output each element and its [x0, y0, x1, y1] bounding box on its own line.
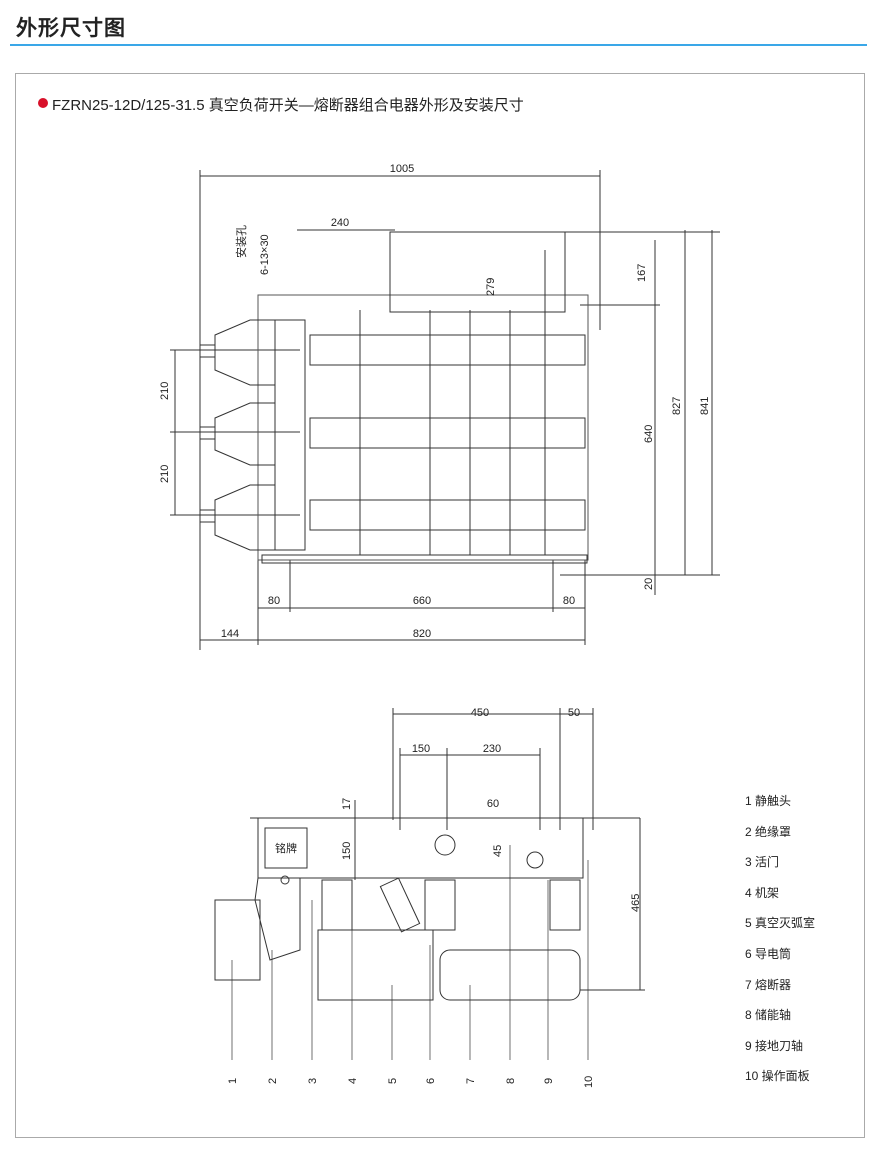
dim-45: 45 — [492, 845, 504, 857]
callout-4: 4 — [347, 1078, 359, 1084]
callout-6: 6 — [425, 1078, 437, 1084]
callout-8: 8 — [505, 1078, 517, 1084]
dim-210-lower: 210 — [159, 465, 171, 483]
dim-80-left: 80 — [268, 595, 280, 607]
legend-item: 2 绝缘罩 — [745, 824, 792, 839]
legend-item: 1 静触头 — [745, 794, 792, 808]
dim-50: 50 — [568, 707, 580, 719]
dim-144: 144 — [221, 628, 239, 640]
bullet-icon — [38, 98, 48, 108]
dim-640: 640 — [643, 425, 655, 443]
legend-item: 9 接地刀轴 — [745, 1038, 804, 1053]
callout-7: 7 — [465, 1078, 477, 1084]
dim-465: 465 — [630, 894, 642, 912]
dim-660: 660 — [413, 595, 431, 607]
dim-60: 60 — [487, 798, 499, 810]
dim-279: 279 — [485, 278, 497, 296]
legend-item: 3 活门 — [745, 855, 780, 870]
dim-827: 827 — [671, 397, 683, 415]
legend-item: 8 储能轴 — [745, 1008, 792, 1023]
mount-hole-label: 安装孔 — [234, 225, 248, 258]
dim-20: 20 — [643, 578, 655, 590]
parts-legend: 1 静触头 2 绝缘罩 3 活门 4 机架 5 真空灭弧室 6 导电筒 7 熔断… — [745, 792, 815, 1098]
legend-item: 6 导电筒 — [745, 946, 792, 961]
callout-10: 10 — [583, 1076, 595, 1088]
legend-item: 10 操作面板 — [745, 1069, 810, 1084]
section-subtitle: FZRN25-12D/125-31.5 真空负荷开关—熔断器组合电器外形及安装尺… — [52, 97, 524, 114]
dim-167: 167 — [636, 264, 648, 282]
nameplate-label: 铭牌 — [275, 841, 297, 855]
dim-230: 230 — [483, 743, 501, 755]
callout-3: 3 — [307, 1078, 319, 1084]
callout-5: 5 — [387, 1078, 399, 1084]
page-title: 外形尺寸图 — [16, 17, 126, 40]
dim-17: 17 — [341, 798, 353, 810]
dim-80-right: 80 — [563, 595, 575, 607]
legend-item: 7 熔断器 — [745, 977, 792, 992]
callout-9: 9 — [543, 1078, 555, 1084]
drawing-frame — [15, 73, 865, 1138]
mount-hole-spec: 6-13×30 — [259, 234, 271, 275]
dim-450: 450 — [471, 707, 489, 719]
dim-150-top: 150 — [412, 743, 430, 755]
dim-841: 841 — [699, 397, 711, 415]
dim-150-side: 150 — [341, 842, 353, 860]
dim-1005: 1005 — [390, 163, 414, 175]
title-underline — [10, 44, 867, 46]
legend-item: 4 机架 — [745, 885, 780, 900]
dim-210-upper: 210 — [159, 382, 171, 400]
dim-240: 240 — [331, 217, 349, 229]
callout-2: 2 — [267, 1078, 279, 1084]
legend-item: 5 真空灭弧室 — [745, 916, 816, 931]
callout-1: 1 — [227, 1078, 239, 1084]
insulator-group — [214, 319, 306, 551]
dim-820: 820 — [413, 628, 431, 640]
